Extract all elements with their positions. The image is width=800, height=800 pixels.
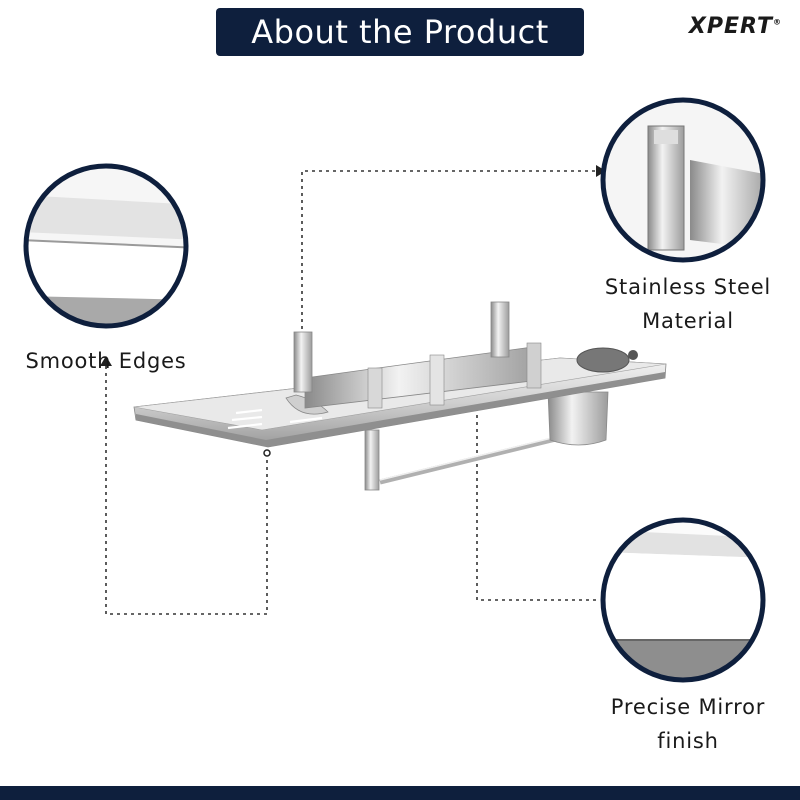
label-stainless-steel: Stainless Steel Material xyxy=(588,270,788,338)
brand-name: XPERT xyxy=(688,14,773,39)
arrow-up-marker xyxy=(100,356,112,366)
zoom-circle-mirror xyxy=(600,517,766,683)
leader-mirror xyxy=(476,380,597,601)
mirror-line-2: finish xyxy=(657,729,719,753)
zoom-circle-smooth-edges xyxy=(23,163,189,329)
smooth-edges-text: Smooth Edges xyxy=(25,349,187,373)
brand-logo: XPERT® xyxy=(689,14,782,39)
bottom-bar xyxy=(0,786,800,800)
label-smooth-edges: Smooth Edges xyxy=(10,344,202,378)
page-title: About the Product xyxy=(251,13,549,51)
stainless-line-2: Material xyxy=(642,309,734,333)
registered-mark: ® xyxy=(773,17,782,27)
zoom-circle-stainless xyxy=(600,97,766,263)
mirror-line-1: Precise Mirror xyxy=(610,695,766,719)
stainless-line-1: Stainless Steel xyxy=(604,275,772,299)
title-banner: About the Product xyxy=(216,8,584,56)
leader-stainless xyxy=(301,170,597,343)
product-shelf xyxy=(133,301,667,491)
leader-lines xyxy=(105,170,597,615)
label-mirror-finish: Precise Mirror finish xyxy=(588,690,788,758)
